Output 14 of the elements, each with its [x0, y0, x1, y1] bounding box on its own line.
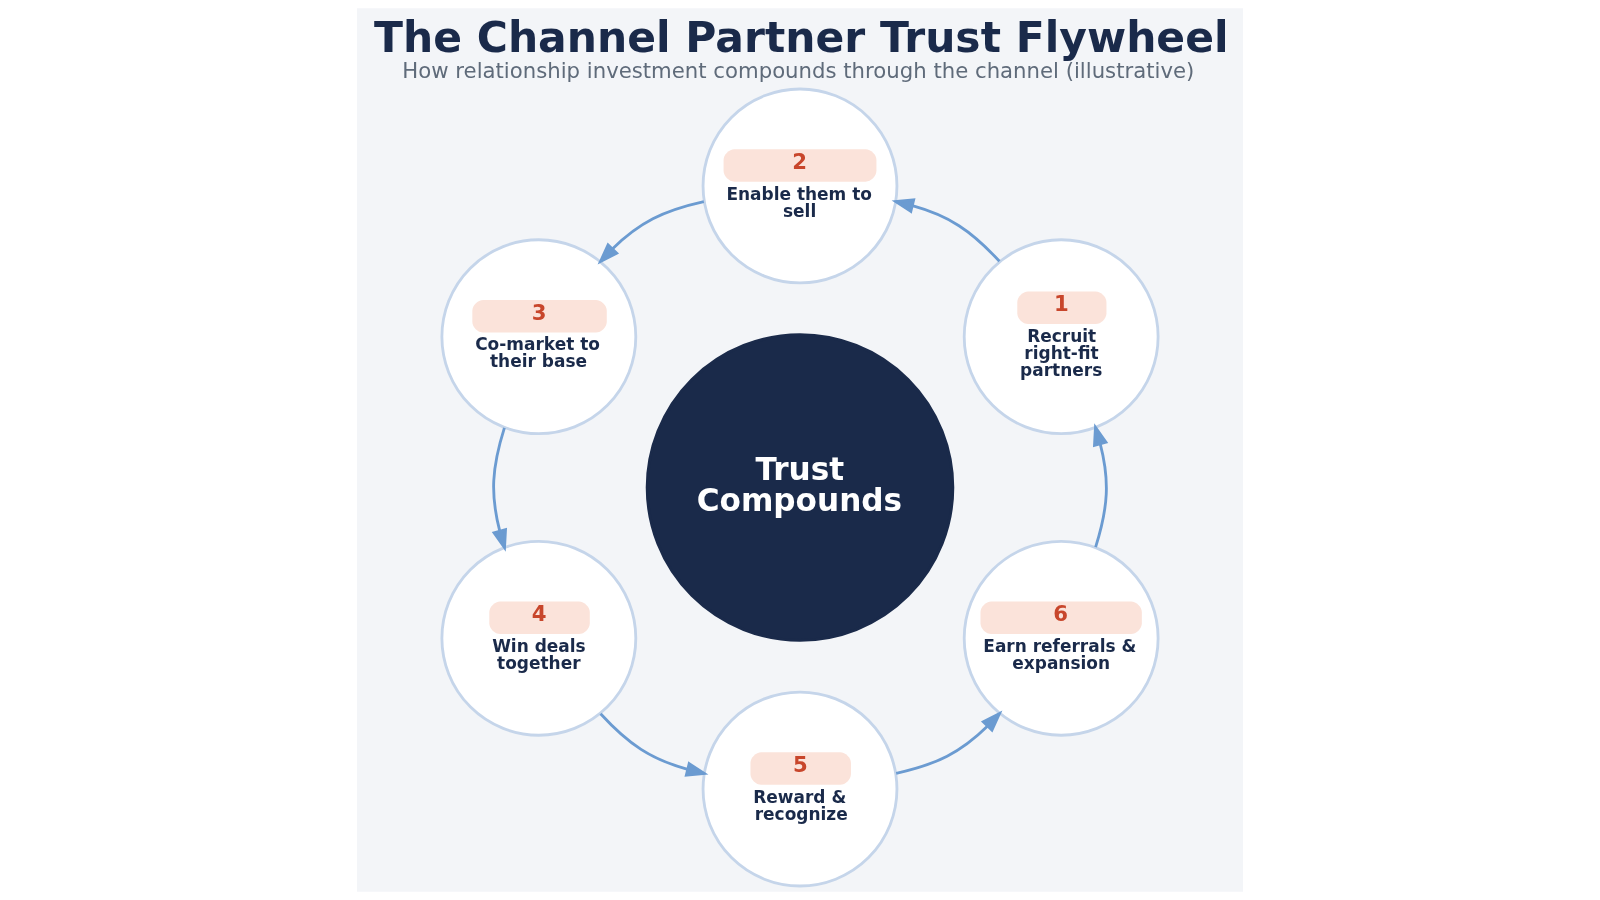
node-circle: 4 Win deals together: [440, 539, 638, 737]
arrow: [491, 427, 508, 552]
node-circle: Trust Compounds: [645, 333, 955, 642]
arrow: [1092, 423, 1109, 548]
diagram-title: The Channel Partner Trust Flywheel: [373, 13, 1229, 63]
arrow: [895, 710, 1003, 775]
node-circle: 5 Reward & recognize: [701, 690, 899, 888]
node-circle: 6 Earn referrals & expansion: [962, 539, 1160, 737]
node-circle: 3 Co-market to their base: [440, 238, 638, 436]
arrow: [597, 200, 705, 265]
node-circle: 1 Recruit right-fit partners: [962, 238, 1160, 436]
node-circle: 2 Enable them to sell: [701, 87, 899, 285]
arrow: [599, 712, 709, 777]
arrow: [891, 198, 1001, 263]
